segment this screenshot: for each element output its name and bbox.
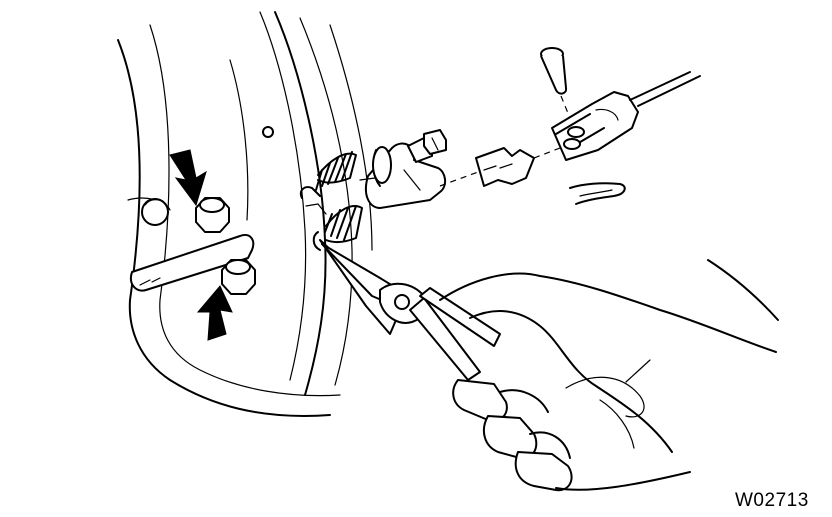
cable-end-yoke — [551, 91, 639, 161]
shoe-return-spring-lower — [312, 205, 363, 251]
parking-brake-lever — [130, 198, 255, 292]
figure-code-label: W02713 — [735, 490, 809, 511]
backing-plate — [117, 11, 373, 417]
retainer-clip — [439, 147, 561, 187]
mounting-bolt-upper — [195, 197, 230, 233]
hand — [439, 259, 779, 492]
parking-brake-cable — [629, 71, 701, 107]
arrow-lower — [196, 285, 233, 341]
strut-clevis — [359, 142, 446, 209]
shoe-return-spring-upper — [299, 151, 357, 215]
arrow-upper — [169, 149, 207, 207]
cotter-clip — [569, 182, 626, 205]
needle-nose-pliers — [319, 239, 501, 381]
clevis-pin — [540, 47, 575, 129]
mounting-bolt-lower — [221, 259, 256, 295]
clevis-bolt — [407, 129, 447, 163]
